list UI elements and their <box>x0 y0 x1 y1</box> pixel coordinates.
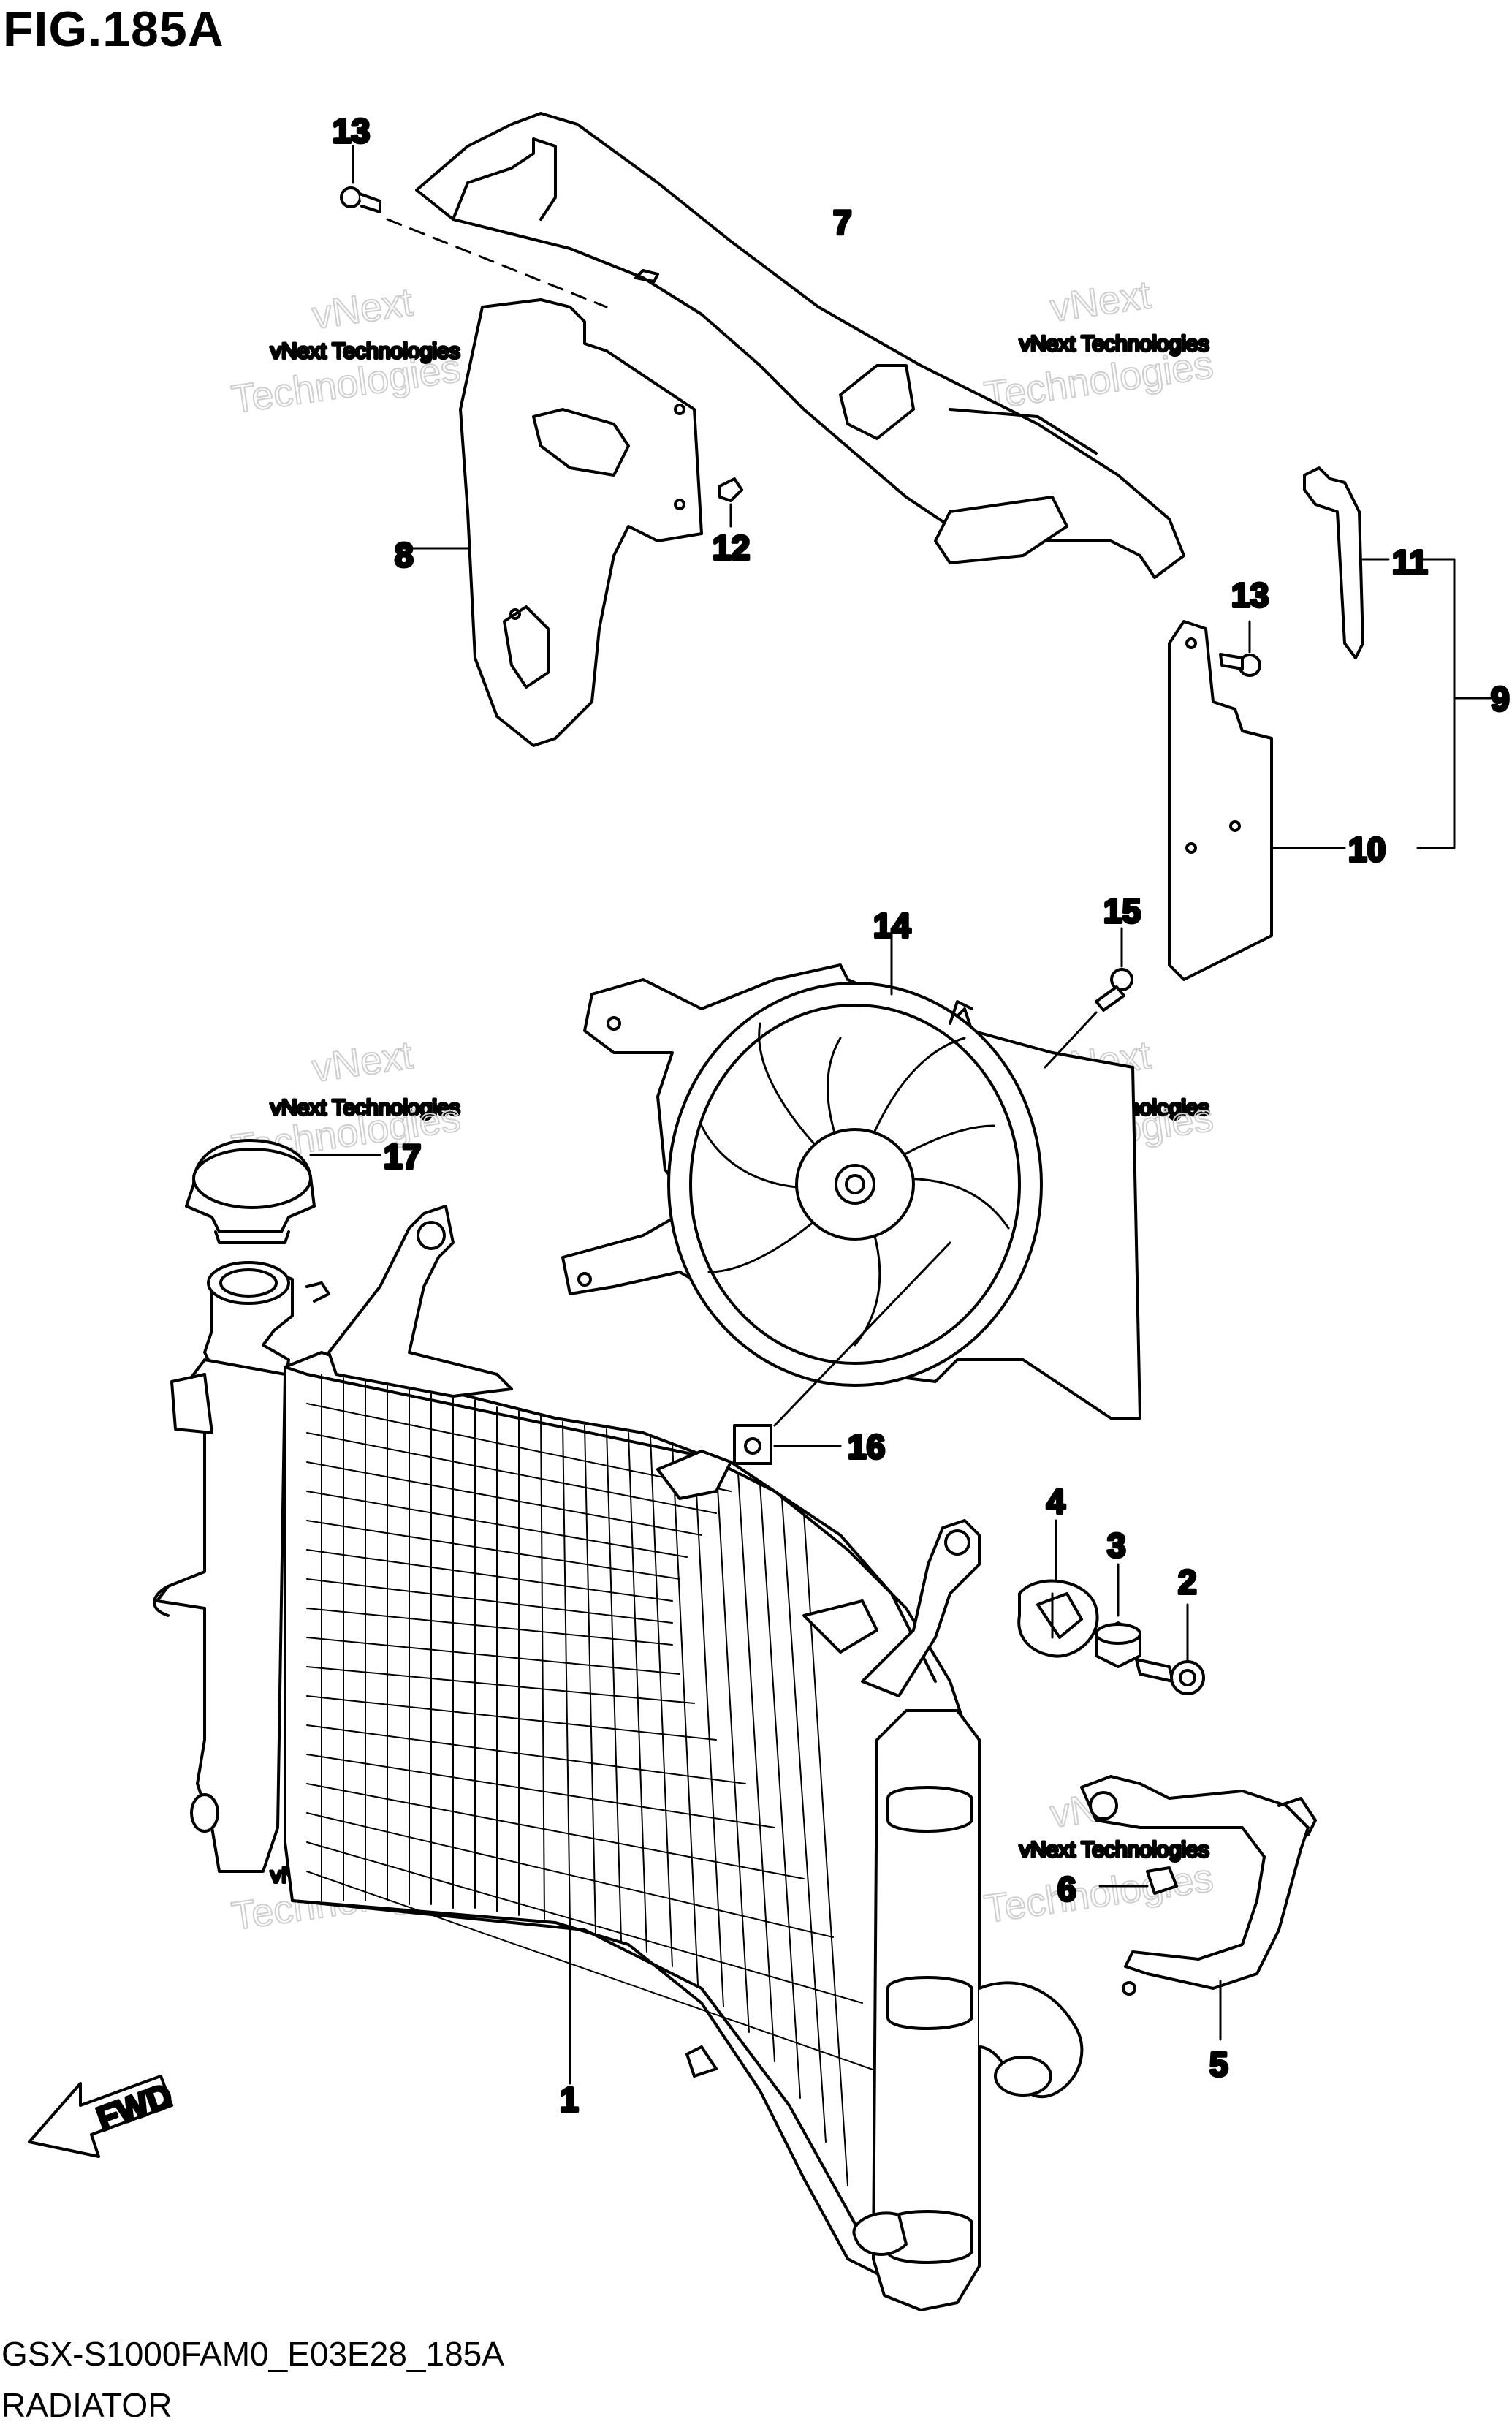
bolt-part-15 <box>1044 927 1133 1069</box>
callout-6: 6 <box>1057 1870 1076 1908</box>
upper-cover-part-7 <box>415 112 1185 579</box>
callout-4: 4 <box>1046 1483 1065 1521</box>
bolt-part-13-upper <box>340 145 608 308</box>
fwd-arrow: FWD <box>28 2075 178 2158</box>
callout-5: 5 <box>1209 2045 1228 2083</box>
callout-16: 16 <box>848 1428 885 1466</box>
svg-text:Technologies: Technologies <box>981 1856 1216 1931</box>
callout-12: 12 <box>713 529 750 567</box>
svg-text:vNext Technologies: vNext Technologies <box>270 1096 460 1120</box>
hose-part-5 <box>1080 1775 1317 2041</box>
radiator-part-1 <box>153 1205 1084 2311</box>
sensor-part-11 <box>1303 466 1390 659</box>
callout-3: 3 <box>1107 1526 1126 1564</box>
cooling-fan-part-14 <box>561 927 1141 1420</box>
callout-13-right: 13 <box>1231 576 1269 614</box>
callout-labels: 13 7 8 12 11 13 9 10 14 15 17 16 4 3 2 6… <box>331 110 1511 2120</box>
callout-13-upper: 13 <box>333 112 370 150</box>
callout-2: 2 <box>1178 1563 1197 1601</box>
bolt-part-2 <box>1135 1603 1205 1695</box>
callout-14: 14 <box>873 906 911 944</box>
callout-7: 7 <box>833 203 852 241</box>
callout-9: 9 <box>1491 680 1510 718</box>
figure-title: FIG.185A <box>3 1 224 57</box>
nut-part-16 <box>733 1241 951 1465</box>
grommet-part-4 <box>1017 1519 1099 1658</box>
callout-15: 15 <box>1103 892 1141 930</box>
svg-text:vNext Technologies: vNext Technologies <box>270 339 460 363</box>
svg-text:vNext: vNext <box>309 1033 415 1091</box>
bracket-part-10 <box>1168 620 1346 981</box>
collar-part-3 <box>1095 1563 1141 1668</box>
radiator-cap-part-17 <box>185 1139 381 1244</box>
watermark-top-left: vNext Technologies vNext Technologies <box>228 279 464 423</box>
callout-17: 17 <box>384 1137 421 1175</box>
side-shroud-part-8 <box>400 298 703 747</box>
callout-1: 1 <box>560 2080 579 2119</box>
callout-8: 8 <box>395 536 414 574</box>
diagram-code: GSX-S1000FAM0_E03E28_185A <box>1 2335 504 2373</box>
svg-text:vNext Technologies: vNext Technologies <box>1019 332 1209 356</box>
svg-text:vNext: vNext <box>1047 273 1153 330</box>
callout-10: 10 <box>1348 830 1386 868</box>
svg-text:vNext: vNext <box>309 280 415 338</box>
bolt-part-13-right <box>1219 620 1261 677</box>
callout-11: 11 <box>1392 543 1428 581</box>
svg-text:vNext Technologies: vNext Technologies <box>1019 1838 1209 1862</box>
clip-part-12 <box>718 477 743 528</box>
watermark-top-right: vNext Technologies vNext Technologies <box>981 272 1217 419</box>
diagram-name: RADIATOR <box>1 2386 172 2424</box>
bracket-9-leader <box>1416 558 1492 849</box>
clamp-part-6 <box>1098 1866 1178 1895</box>
